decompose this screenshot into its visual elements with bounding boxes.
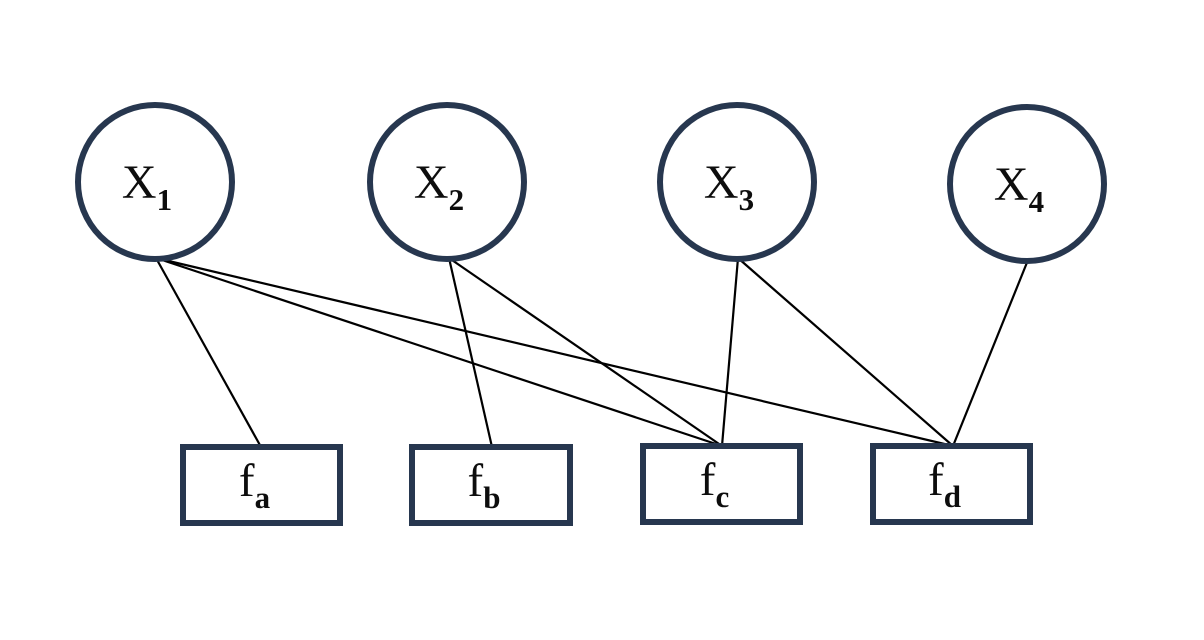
variable-circle-x2[interactable] [367, 102, 527, 262]
edge-x4-fd [951, 259, 1030, 447]
variable-base-x3: X [704, 156, 739, 209]
edge-x1-fd [155, 256, 954, 448]
factor-label-fd: fd [928, 454, 961, 514]
factor-sub-fd: d [944, 479, 961, 514]
factor-rect-fb[interactable] [409, 444, 573, 526]
variable-node-x1[interactable]: X1 [75, 102, 235, 262]
variable-label-x3: X3 [704, 156, 754, 217]
variable-sub-x3: 3 [739, 182, 755, 217]
edge-x1-fc [155, 256, 723, 448]
variable-node-x3[interactable]: X3 [657, 102, 817, 262]
factor-label-fa: fa [239, 455, 271, 515]
edge-x2-fb [447, 257, 494, 448]
variable-base-x2: X [414, 156, 449, 209]
factor-base-fc: f [700, 454, 716, 506]
factor-sub-fb: b [483, 480, 500, 515]
factor-label-fc: fc [700, 454, 729, 514]
factor-label-fb: fb [468, 455, 501, 515]
variable-node-x4[interactable]: X4 [947, 104, 1107, 264]
edges-group [155, 256, 1030, 448]
variable-sub-x4: 4 [1029, 184, 1045, 219]
variable-base-x1: X [122, 156, 157, 209]
edge-x3-fd [737, 257, 954, 447]
factor-sub-fc: c [715, 479, 729, 514]
edge-x3-fc [720, 257, 740, 447]
variable-circle-x4[interactable] [947, 104, 1107, 264]
variable-node-x2[interactable]: X2 [367, 102, 527, 262]
edge-x2-fc [448, 257, 723, 447]
variable-label-x1: X1 [122, 156, 172, 217]
factor-base-fd: f [928, 454, 944, 506]
variable-label-x4: X4 [994, 158, 1044, 219]
factor-base-fa: f [239, 455, 255, 507]
factor-node-fb[interactable]: fb [409, 444, 573, 526]
factor-node-fc[interactable]: fc [640, 443, 803, 525]
variable-sub-x1: 1 [157, 182, 173, 217]
factor-sub-fa: a [255, 480, 271, 515]
factor-rect-fd[interactable] [870, 443, 1033, 525]
factor-rect-fc[interactable] [640, 443, 803, 525]
factor-rect-fa[interactable] [180, 444, 343, 526]
variable-circle-x3[interactable] [657, 102, 817, 262]
factor-node-fa[interactable]: fa [180, 444, 343, 526]
factor-base-fb: f [468, 455, 484, 507]
factor-node-fd[interactable]: fd [870, 443, 1033, 525]
edge-x1-fa [155, 257, 262, 448]
variable-circle-x1[interactable] [75, 102, 235, 262]
variable-label-x2: X2 [414, 156, 464, 217]
variable-base-x4: X [994, 158, 1029, 211]
variable-sub-x2: 2 [449, 182, 465, 217]
